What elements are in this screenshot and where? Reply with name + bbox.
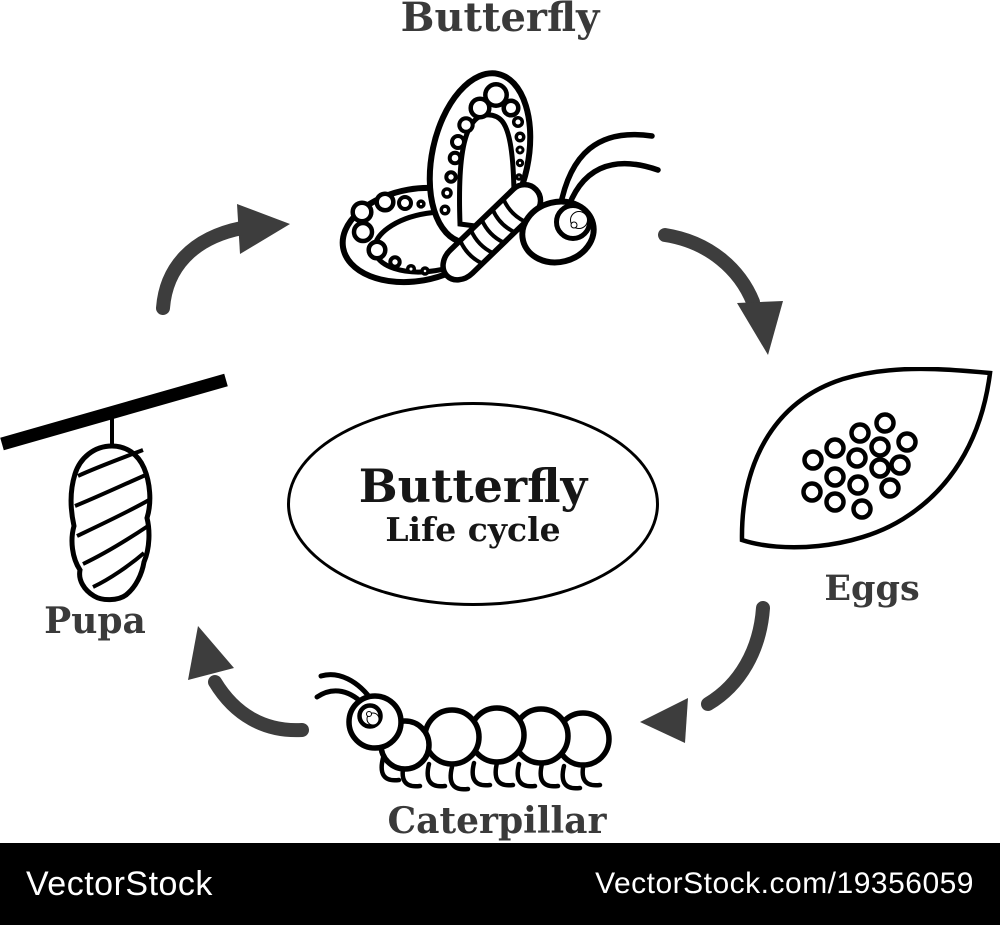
butterfly-body — [440, 181, 544, 283]
leaf-with-eggs-line-art-icon — [739, 367, 993, 550]
cycle-arrow-caterpillar-to-pupa-icon — [188, 626, 309, 738]
watermark-brand: VectorStock — [26, 864, 213, 903]
center-title: Butterfly — [358, 458, 588, 513]
chrysalis-stripes — [74, 448, 150, 589]
stage-label-pupa: Pupa — [44, 600, 146, 642]
stage-label-caterpillar: Caterpillar — [387, 800, 607, 842]
butterfly-line-art-icon — [339, 70, 661, 286]
butterfly-lower-wing — [339, 184, 493, 286]
cycle-arrow-pupa-to-butterfly-icon — [156, 204, 290, 315]
center-ellipse: Butterfly Life cycle — [287, 402, 659, 606]
cycle-arrow-eggs-to-caterpillar-icon — [640, 601, 770, 743]
stage-label-eggs: Eggs — [824, 568, 920, 609]
watermark-site-ref: VectorStock.com/19356059 — [595, 867, 974, 900]
watermark-footer: VectorStock VectorStock.com/19356059 — [0, 843, 1000, 925]
center-subtitle: Life cycle — [385, 509, 561, 549]
caterpillar-line-art-icon — [314, 672, 612, 792]
caterpillar-body — [378, 705, 612, 772]
stage-label-butterfly: Butterfly — [400, 0, 600, 41]
eggs-cluster — [801, 412, 918, 520]
cycle-arrow-butterfly-to-eggs-icon — [658, 228, 783, 355]
hanging-chrysalis-line-art-icon — [0, 373, 228, 603]
